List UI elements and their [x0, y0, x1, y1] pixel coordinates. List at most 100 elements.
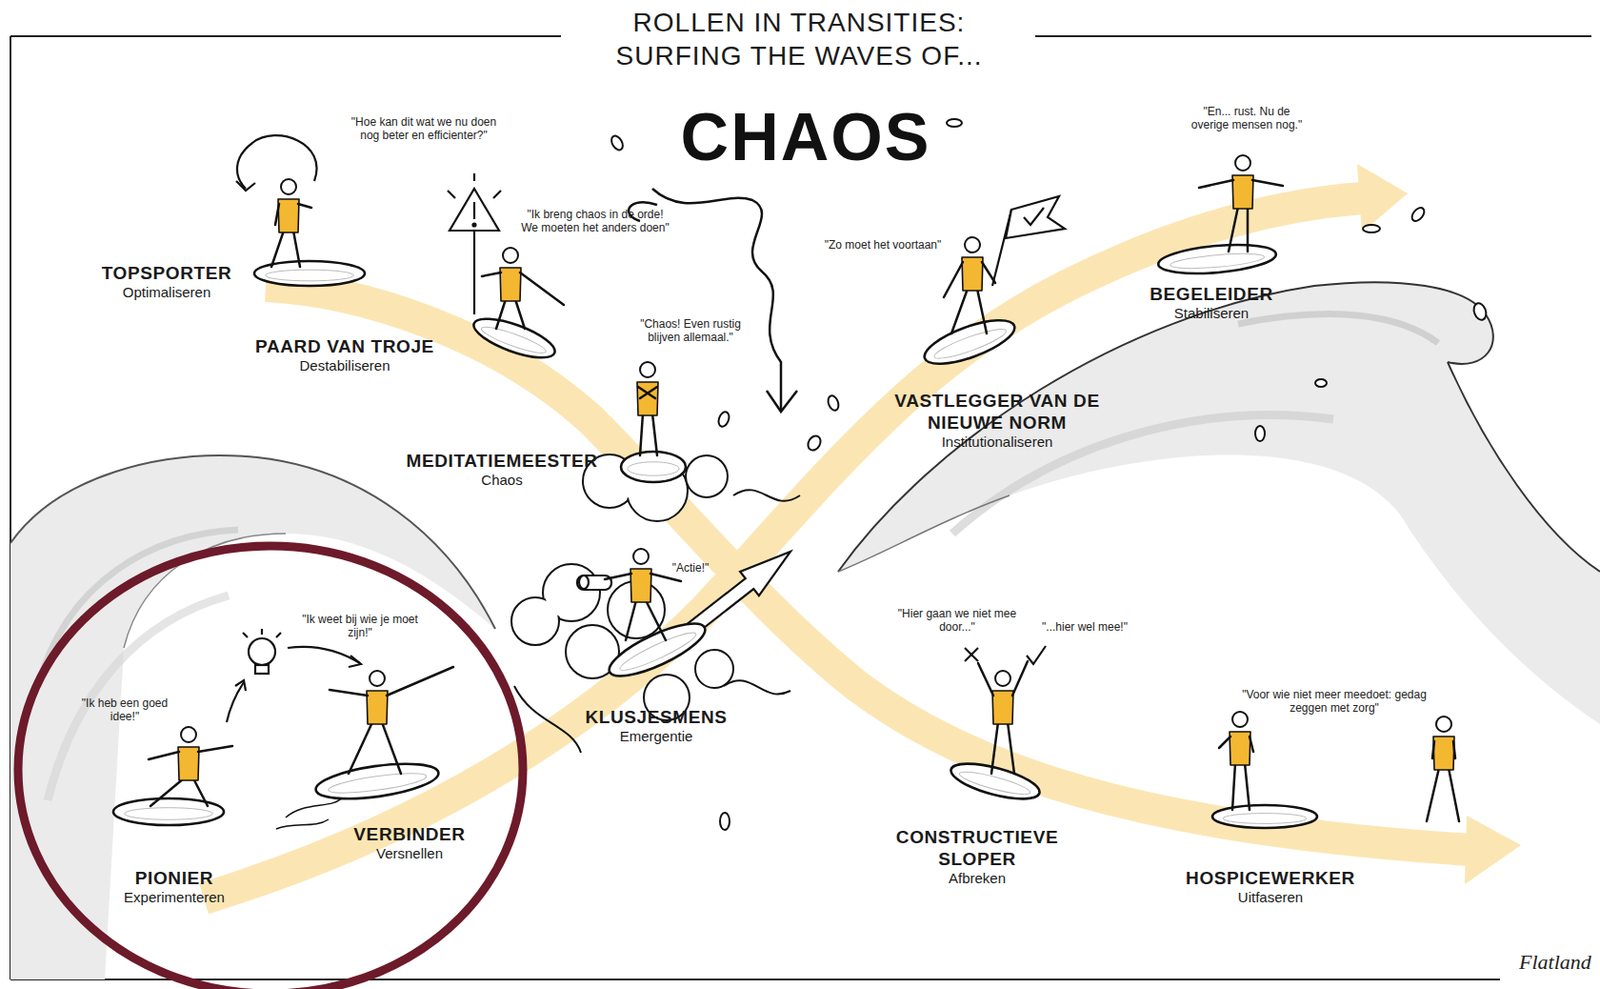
surfboard	[947, 756, 1043, 806]
warning-sign	[449, 188, 500, 231]
water-drops-part	[826, 394, 841, 412]
speech-quote: "Ik breng chaos in de orde! We moeten he…	[519, 207, 672, 235]
surfer-shirt	[178, 746, 200, 780]
surfer-head	[180, 726, 197, 742]
plan-roll-end	[579, 575, 589, 589]
speech-quote: "Hoe kan dit wat we nu doen nog beter en…	[342, 115, 505, 142]
surfboard-shine	[265, 269, 355, 281]
surfer-arm	[1249, 736, 1254, 752]
surfer-leg	[381, 721, 401, 774]
speech-quote: "Actie!"	[657, 560, 724, 575]
surfer-leg	[977, 288, 987, 334]
chaos-splash-part	[514, 489, 800, 753]
speech-quote: "Chaos! Even rustig blijven allemaal."	[631, 317, 751, 344]
water-drops-part	[805, 433, 823, 453]
idea-bulb	[248, 638, 276, 665]
loop-arrow-head	[236, 180, 256, 191]
surfboard-shine	[479, 322, 548, 358]
speech-quote: "Hier gaan we niet mee door..."	[893, 606, 1022, 634]
surfboard	[313, 757, 440, 805]
surfboard-shine	[627, 461, 680, 476]
surfboard-shine	[124, 807, 214, 820]
surfers	[113, 155, 1460, 828]
water-drops-part	[1255, 425, 1265, 441]
surfer-head	[502, 247, 519, 263]
surfer-arm	[1252, 180, 1283, 186]
chaos-arrow-part	[652, 188, 781, 410]
surfer-shirt	[992, 690, 1014, 724]
surfer-arm	[1219, 736, 1231, 748]
surfer-leg	[1244, 762, 1250, 810]
surfer-leg	[193, 778, 208, 806]
water-drops-part	[1471, 300, 1488, 321]
surfer-arm	[650, 573, 681, 581]
warning-rays	[447, 173, 501, 199]
role-action: Emergentie	[551, 727, 761, 745]
right-wave-part	[1447, 361, 1600, 572]
surfer-head	[640, 361, 656, 378]
chaos-splash-part-part	[685, 455, 728, 498]
surfer-arm	[981, 261, 996, 283]
warning-dot	[473, 223, 477, 227]
chaos-splash-part-part	[695, 649, 734, 688]
surfer-arm	[943, 261, 963, 298]
surfer-arm	[298, 203, 312, 208]
surfboard	[1212, 804, 1318, 828]
role-label: VERBINDERVersnellen	[314, 822, 505, 862]
role-label: VASTLEGGER VAN DE NIEUWE NORMInstitution…	[878, 389, 1117, 451]
chaos-splash-part	[513, 456, 732, 719]
surfer-arm	[978, 662, 994, 696]
warning-mark	[473, 201, 476, 220]
surfer-shirt	[1232, 175, 1254, 209]
surfer-arm	[1199, 180, 1234, 188]
surfer-leg	[293, 230, 300, 267]
surfer-shirt	[1433, 736, 1455, 770]
role-label: TOPSPORTEROptimaliseren	[52, 261, 281, 301]
surfer-figure	[1212, 711, 1318, 828]
splash	[276, 796, 343, 829]
role-label: BEGELEIDERStabiliseren	[1116, 282, 1307, 322]
connect-arrow-head	[348, 655, 361, 667]
approve-check	[1026, 645, 1046, 664]
surfer-leg	[348, 721, 373, 774]
surfer-arm	[1012, 660, 1028, 696]
surfer-leg	[496, 299, 506, 329]
right-wave	[838, 281, 1600, 724]
surfer-arm	[275, 203, 280, 225]
chaos-arrow-part	[766, 390, 798, 412]
surfer-figure	[1157, 155, 1283, 278]
role-name: HOSPICEWERKER	[1156, 866, 1385, 889]
role-action: Institutionaliseren	[878, 433, 1117, 451]
plan-roll	[577, 575, 612, 590]
role-action: Experimenteren	[79, 888, 270, 906]
idea-bulb-base	[255, 664, 269, 674]
surfer-leg	[1246, 206, 1250, 252]
speech-quote: "Ik heb een goed idee!"	[77, 696, 173, 723]
transition-ribbon	[203, 163, 1521, 899]
surfboard-shine	[932, 323, 1009, 363]
chaos-splash-part	[511, 454, 734, 720]
surfer-shirt	[278, 199, 300, 233]
props	[226, 135, 1065, 829]
speech-quote: "Ik weet bij wie je moet zijn!"	[300, 612, 420, 640]
surfer-leg	[1448, 767, 1460, 821]
role-name: VERBINDER	[314, 822, 505, 845]
surfboard	[620, 451, 686, 482]
role-action: Optimaliseren	[52, 283, 281, 301]
surfer-figure	[1426, 716, 1460, 821]
role-name: CONSTRUCTIEVE SLOPER	[881, 825, 1073, 870]
role-action: Destabiliseren	[220, 357, 469, 375]
surfer-leg	[1232, 762, 1236, 810]
idea-rays	[242, 628, 281, 638]
role-label: KLUSJESMENSEmergentie	[551, 705, 761, 745]
role-action: Chaos	[387, 471, 617, 489]
surfer-arm	[520, 272, 564, 305]
right-wave-part	[838, 281, 1494, 572]
surfer-head	[964, 237, 980, 253]
surfer-figure	[620, 361, 686, 482]
role-name: TOPSPORTER	[52, 261, 281, 284]
role-name: KLUSJESMENS	[551, 705, 761, 728]
surfer-leg	[625, 600, 637, 640]
speech-quote: "...hier wel mee!"	[1027, 620, 1142, 634]
flag-check	[1023, 207, 1044, 225]
